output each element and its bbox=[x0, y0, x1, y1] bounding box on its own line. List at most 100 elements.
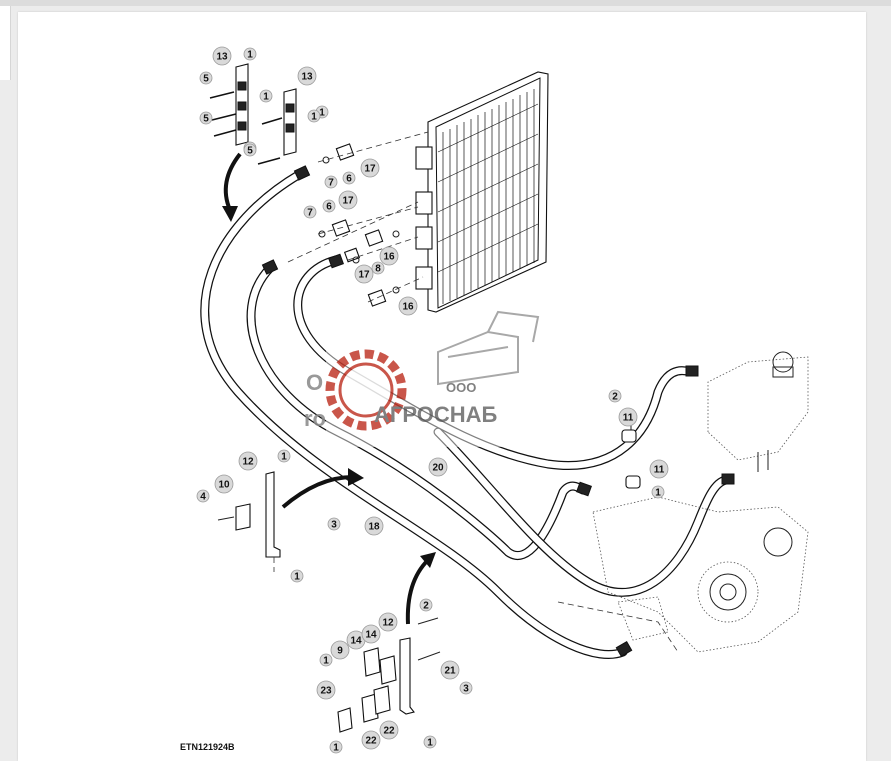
callout-label: 2 bbox=[423, 601, 429, 612]
callout-11: 11 bbox=[649, 459, 669, 479]
callout-22: 22 bbox=[379, 720, 399, 740]
callout-1: 1 bbox=[319, 653, 333, 667]
callout-label: 2 bbox=[612, 392, 618, 403]
callout-1: 1 bbox=[329, 740, 343, 754]
callout-label: 16 bbox=[402, 302, 414, 313]
callout-18: 18 bbox=[364, 516, 384, 536]
hose-upper-right bbox=[293, 255, 695, 470]
callout-label: 7 bbox=[328, 178, 334, 189]
callout-16: 16 bbox=[379, 246, 399, 266]
callout-label: 20 bbox=[432, 463, 444, 474]
callout-label: 1 bbox=[281, 452, 287, 463]
callout-label: 6 bbox=[326, 202, 332, 213]
callout-23: 23 bbox=[316, 680, 336, 700]
callout-label: 9 bbox=[337, 646, 343, 657]
callout-1: 1 bbox=[243, 47, 257, 61]
callout-bubbles: 1315113151556717761781617162111111214103… bbox=[196, 46, 669, 754]
callout-label: 1 bbox=[294, 572, 300, 583]
pump-assembly bbox=[557, 496, 809, 653]
watermark-prefix: ООО bbox=[446, 380, 476, 395]
agrosnab-watermark: ООО АГРОСНАБ О ro bbox=[304, 310, 556, 447]
callout-label: 3 bbox=[463, 684, 469, 695]
callout-label: 6 bbox=[346, 174, 352, 185]
callout-label: 1 bbox=[263, 92, 269, 103]
callout-1: 1 bbox=[423, 735, 437, 749]
callout-label: 14 bbox=[350, 636, 362, 647]
callout-1: 1 bbox=[277, 449, 291, 463]
callout-1: 1 bbox=[651, 485, 665, 499]
callout-11: 11 bbox=[618, 407, 638, 427]
callout-5: 5 bbox=[199, 71, 213, 85]
callout-label: 10 bbox=[218, 480, 230, 491]
callout-label: 1 bbox=[247, 50, 253, 61]
callout-10: 10 bbox=[214, 474, 234, 494]
top-toolbar-strip bbox=[0, 0, 891, 6]
callout-label: 1 bbox=[333, 743, 339, 754]
callout-label: 3 bbox=[331, 520, 337, 531]
callout-label: 21 bbox=[444, 666, 456, 677]
callout-label: 23 bbox=[320, 686, 332, 697]
gear-icon bbox=[325, 349, 407, 431]
hose-lower-right bbox=[433, 427, 731, 597]
hydraulic-tank bbox=[707, 351, 809, 472]
callout-label: 22 bbox=[383, 726, 395, 737]
callout-label: 13 bbox=[301, 72, 313, 83]
callout-12: 12 bbox=[238, 451, 258, 471]
callout-3: 3 bbox=[459, 681, 473, 695]
callout-20: 20 bbox=[428, 457, 448, 477]
callout-13: 13 bbox=[297, 66, 317, 86]
bracket-12-left bbox=[217, 471, 281, 572]
bracket-12-bottom bbox=[337, 617, 441, 733]
callout-label: 11 bbox=[654, 465, 665, 476]
callout-label: 1 bbox=[319, 108, 325, 119]
callout-label: 14 bbox=[365, 630, 377, 641]
hydraulic-hose-diagram: 1315113151556717761781617162111111214103… bbox=[180, 46, 809, 754]
callout-2: 2 bbox=[419, 598, 433, 612]
callout-label: 17 bbox=[342, 196, 354, 207]
callout-label: 13 bbox=[216, 52, 228, 63]
callout-13: 13 bbox=[212, 46, 232, 66]
callout-12: 12 bbox=[378, 612, 398, 632]
oil-cooler bbox=[415, 71, 549, 313]
callout-6: 6 bbox=[322, 199, 336, 213]
callout-label: 17 bbox=[364, 164, 376, 175]
callout-label: 12 bbox=[382, 618, 394, 629]
callout-label: 5 bbox=[247, 146, 253, 157]
callout-label: 12 bbox=[242, 457, 254, 468]
watermark-company-name: АГРОСНАБ bbox=[374, 402, 498, 427]
bolts-5 bbox=[209, 91, 283, 165]
callout-5: 5 bbox=[243, 143, 257, 157]
callout-2: 2 bbox=[608, 389, 622, 403]
callout-22: 22 bbox=[361, 730, 381, 750]
callout-label: 8 bbox=[375, 264, 381, 275]
callout-1: 1 bbox=[290, 569, 304, 583]
callout-4: 4 bbox=[196, 489, 210, 503]
direction-arrow-top bbox=[222, 152, 242, 222]
callout-label: 18 bbox=[368, 522, 380, 533]
callout-label: 16 bbox=[383, 252, 395, 263]
figure-id-label: ETN121924B bbox=[180, 742, 235, 752]
callout-label: 1 bbox=[311, 112, 317, 123]
callout-3: 3 bbox=[327, 517, 341, 531]
callout-7: 7 bbox=[303, 205, 317, 219]
callout-5: 5 bbox=[199, 111, 213, 125]
clamps-11 bbox=[621, 410, 641, 489]
callout-14: 14 bbox=[361, 624, 381, 644]
hose-end-fittings bbox=[261, 165, 735, 658]
callout-1: 1 bbox=[259, 89, 273, 103]
callout-1: 1 bbox=[307, 109, 321, 123]
callout-label: 7 bbox=[307, 208, 313, 219]
callout-label: 4 bbox=[200, 492, 206, 503]
direction-arrow-bottom bbox=[405, 552, 436, 625]
callout-17: 17 bbox=[354, 264, 374, 284]
clamp-bar-13-right bbox=[283, 88, 297, 156]
callout-9: 9 bbox=[330, 640, 350, 660]
left-panel-edge bbox=[0, 6, 11, 80]
tractor-icon bbox=[437, 310, 540, 386]
diagram-sheet: 1315113151556717761781617162111111214103… bbox=[18, 12, 866, 761]
callout-21: 21 bbox=[440, 660, 460, 680]
clamp-bar-13-left bbox=[235, 63, 249, 146]
callout-label: 5 bbox=[203, 74, 209, 85]
callout-label: 5 bbox=[203, 114, 209, 125]
callout-label: 22 bbox=[365, 736, 377, 747]
